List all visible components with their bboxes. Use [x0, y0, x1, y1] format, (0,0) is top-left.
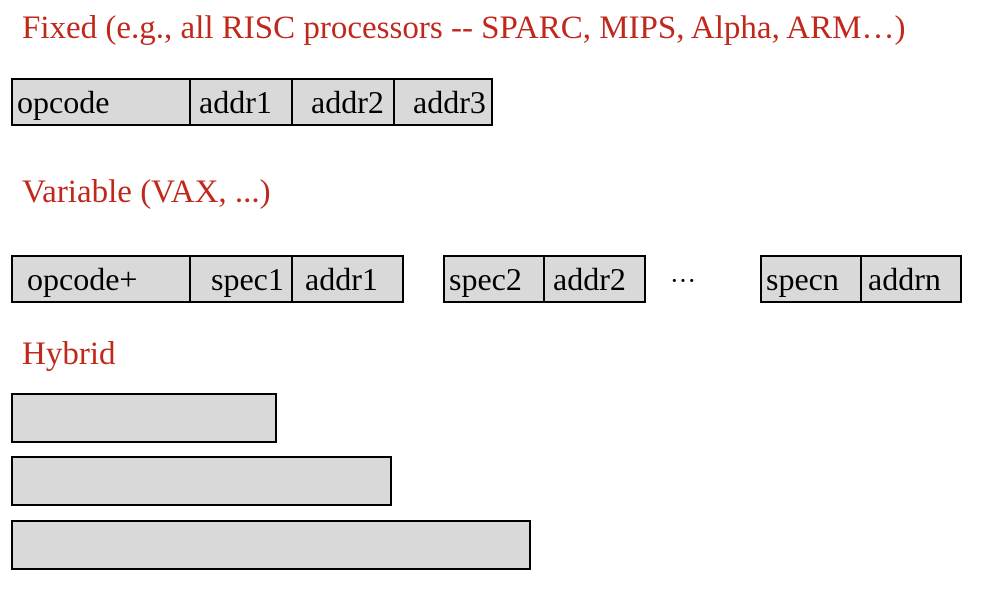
field-addr2: addr2	[293, 80, 395, 124]
field-addrn: addrn	[868, 261, 941, 297]
field-opcode: opcode	[13, 80, 191, 124]
variable-group-n: specn addrn	[760, 255, 962, 303]
field-addr2: addr2	[553, 261, 626, 297]
hybrid-format-short	[11, 393, 277, 443]
field-spec1: spec1	[191, 257, 293, 301]
variable-heading: Variable (VAX, ...)	[22, 174, 271, 210]
hybrid-heading: Hybrid	[22, 336, 116, 372]
ellipsis: ···	[670, 266, 696, 295]
fixed-instruction-format: opcode addr1 addr2 addr3	[11, 78, 493, 126]
hybrid-format-long	[11, 520, 531, 570]
fixed-heading: Fixed (e.g., all RISC processors -- SPAR…	[22, 10, 906, 46]
variable-group-2: spec2 addr2	[443, 255, 646, 303]
field-specn: specn	[762, 257, 862, 301]
field-spec2: spec2	[445, 257, 545, 301]
field-addr1: addr1	[305, 261, 378, 297]
field-opcode-plus: opcode+	[13, 257, 191, 301]
field-addr1: addr1	[191, 80, 293, 124]
field-addr3: addr3	[413, 84, 486, 120]
hybrid-format-medium	[11, 456, 392, 506]
variable-group-1: opcode+ spec1 addr1	[11, 255, 404, 303]
